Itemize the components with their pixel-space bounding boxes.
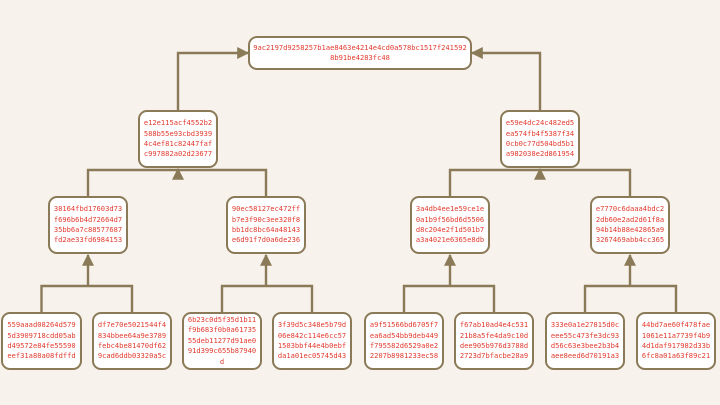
hash-text: e12e115acf4552b2588b55e93cbd39394c4ef81c…	[143, 118, 213, 159]
hash-text: df7e70e5021544f4834bbee64a9e3789febc4be8…	[97, 320, 167, 361]
level2-hash-node-2: 90ec58127ec472ffb7e3f90c3ee320f8bb1dc8bc…	[226, 196, 306, 254]
level1-hash-node-left: e12e115acf4552b2588b55e93cbd39394c4ef81c…	[138, 110, 218, 168]
hash-text: 333e0a1e27815d0ceee55c473fe3dc93d56c63e3…	[550, 320, 620, 361]
hash-text: a9f51566bd6705f7ea6ad54bb9deb449f795582d…	[369, 320, 439, 361]
edge-l1-left-bar	[86, 168, 268, 196]
level2-hash-node-3: 3a4db4ee1e59ce1e0a1b9f56bd6d5506d8c204e2…	[410, 196, 490, 254]
root-hash-text: 9ac2197d9258257b1ae8463e4214e4cd0a578bc1…	[253, 42, 467, 62]
edge-l2-2-bar	[220, 284, 314, 312]
hash-text: 3a4db4ee1e59ce1e0a1b9f56bd6d5506d8c204e2…	[415, 204, 485, 245]
edge-l2-4-bar	[583, 284, 678, 312]
level2-hash-node-4: e7770c6daaa4bdc22db60e2ad2d61f8a94b14b88…	[590, 196, 670, 254]
leaf-hash-node-5: a9f51566bd6705f7ea6ad54bb9deb449f795582d…	[364, 312, 444, 370]
hash-text: 559aaad08264d5795d3909718cdd05abd49572e8…	[7, 320, 76, 361]
leaf-hash-node-4: 3f39d5c348e5b79d06e842c114e6cc571503bbf4…	[272, 312, 352, 370]
hash-text: 38164fbd17603d73f696b6b4d72664d735bb6a7c…	[53, 204, 123, 245]
edge-l1-right-bar	[448, 168, 632, 196]
leaf-hash-node-6: f67ab10ad4e4c53121b8a5fe4da9c10ddee905b9…	[454, 312, 534, 370]
hash-text: 6b23c0d5f35d1b11f9b683f0b0a6173555deb112…	[187, 314, 257, 366]
root-hash-node: 9ac2197d9258257b1ae8463e4214e4cd0a578bc1…	[248, 36, 472, 70]
leaf-hash-node-8: 44bd7ae60f478fae1061e11a7739f4b94d1daf91…	[636, 312, 716, 370]
leaf-hash-node-1: 559aaad08264d5795d3909718cdd05abd49572e8…	[1, 312, 82, 370]
leaf-hash-node-2: df7e70e5021544f4834bbee64a9e3789febc4be8…	[92, 312, 172, 370]
hash-text: e7770c6daaa4bdc22db60e2ad2d61f8a94b14b88…	[595, 204, 665, 245]
level1-hash-node-right: e59e4dc24c482ed5ea574fb4f5387f340cb0c77d…	[500, 110, 580, 168]
hash-text: 3f39d5c348e5b79d06e842c114e6cc571503bbf4…	[277, 320, 347, 361]
edge-l2-1-bar	[40, 284, 134, 312]
hash-text: 44bd7ae60f478fae1061e11a7739f4b94d1daf91…	[641, 320, 711, 361]
edge-l2-3-bar	[402, 284, 496, 312]
hash-text: 90ec58127ec472ffb7e3f90c3ee320f8bb1dc8bc…	[231, 204, 301, 245]
hash-text: e59e4dc24c482ed5ea574fb4f5387f340cb0c77d…	[505, 118, 575, 159]
leaf-hash-node-3: 6b23c0d5f35d1b11f9b683f0b0a6173555deb112…	[182, 312, 262, 370]
root-edge-right	[470, 47, 542, 110]
hash-text: f67ab10ad4e4c53121b8a5fe4da9c10ddee905b9…	[459, 320, 529, 361]
level2-hash-node-1: 38164fbd17603d73f696b6b4d72664d735bb6a7c…	[48, 196, 128, 254]
root-edge-left	[176, 47, 250, 110]
leaf-hash-node-7: 333e0a1e27815d0ceee55c473fe3dc93d56c63e3…	[545, 312, 625, 370]
